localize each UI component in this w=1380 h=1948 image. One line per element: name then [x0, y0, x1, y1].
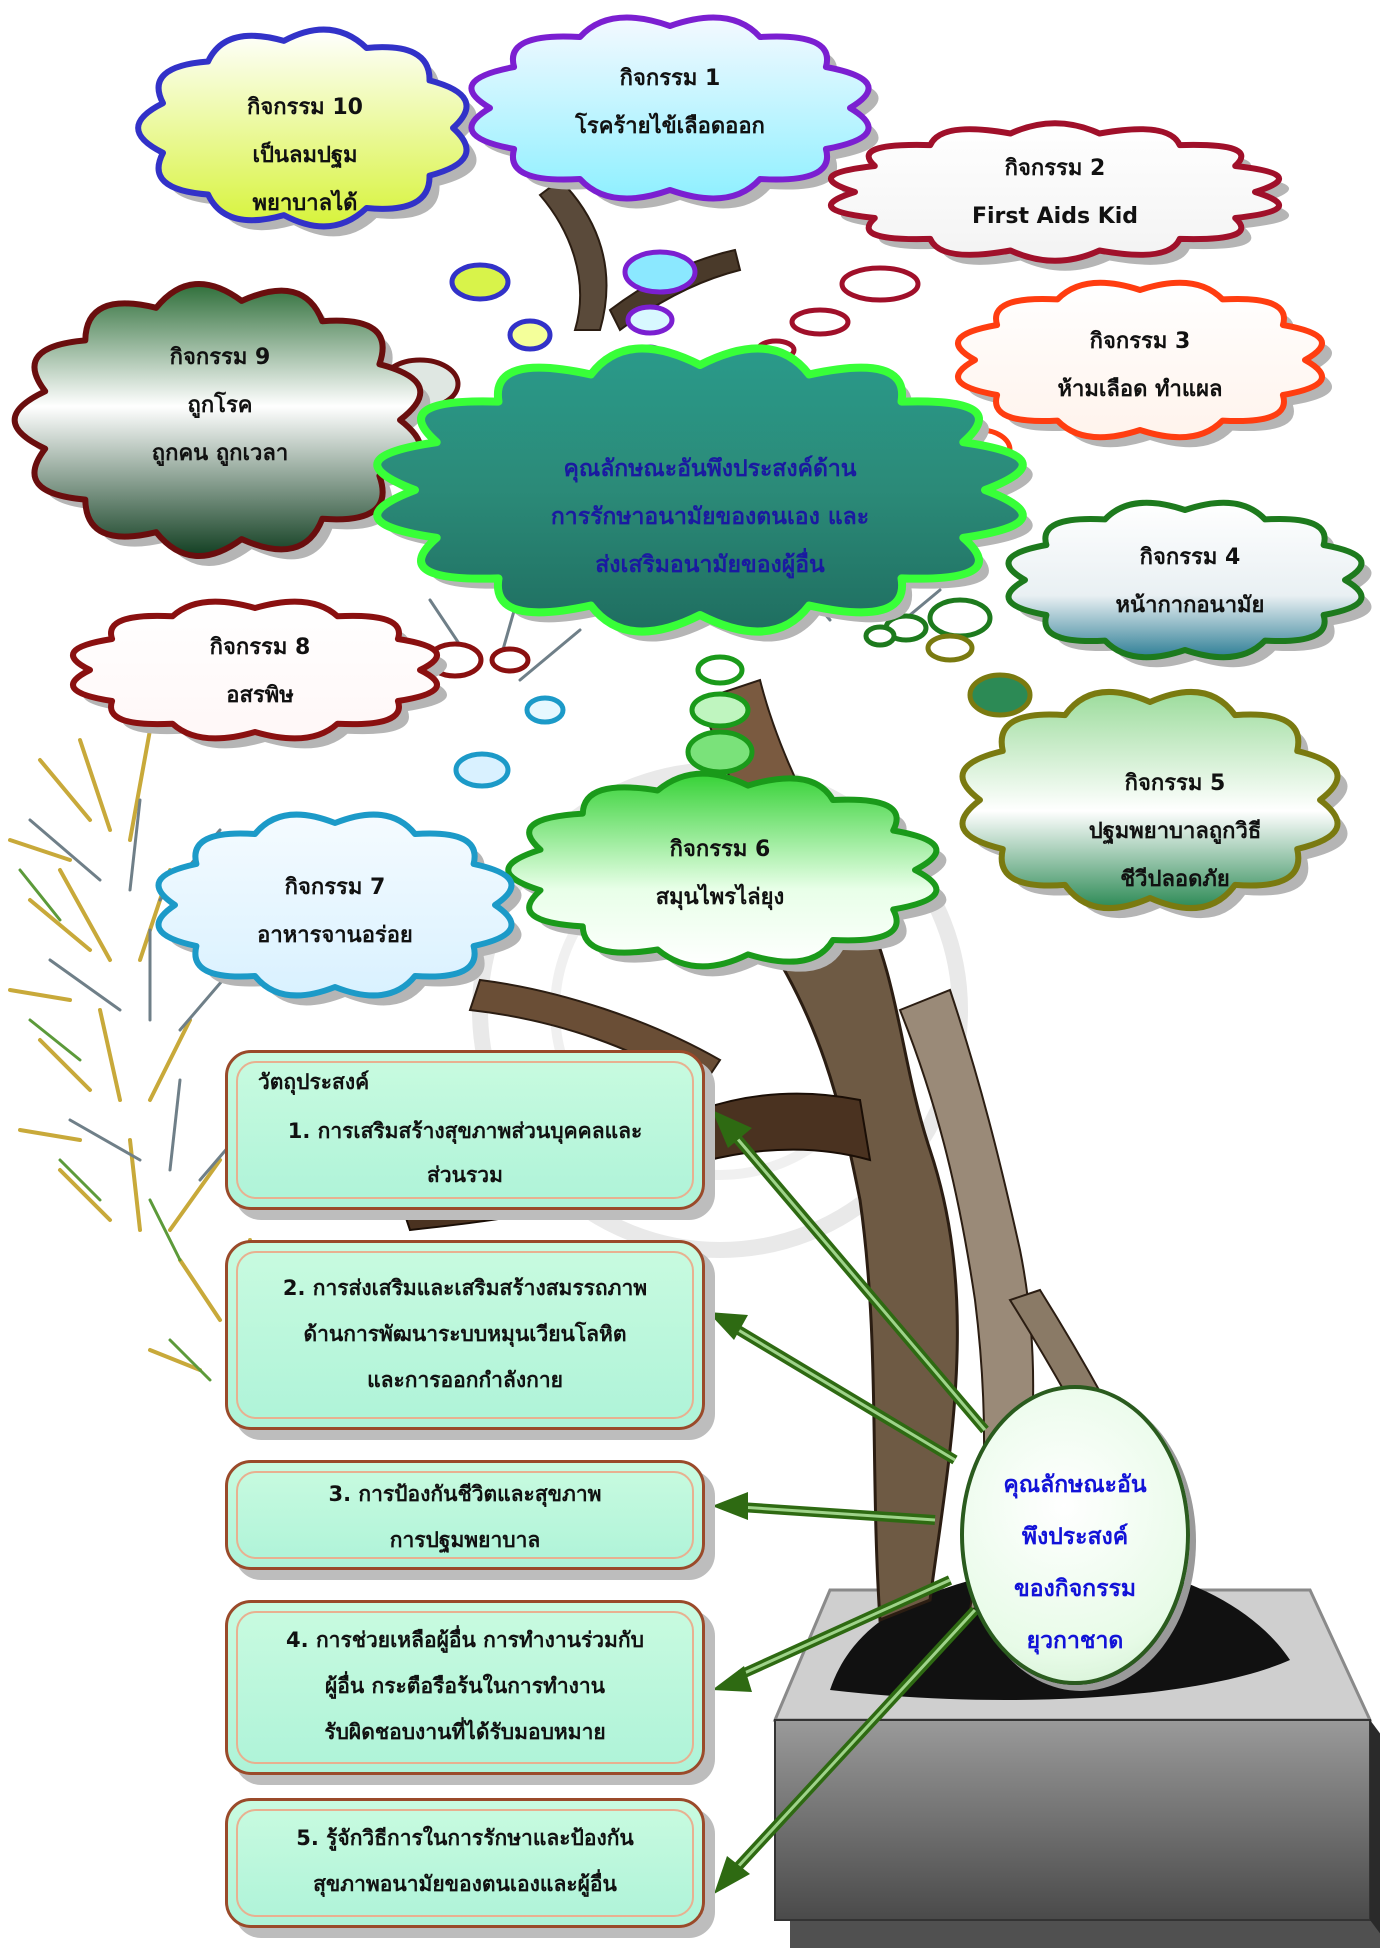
objective-box-4: 4. การช่วยเหลือผู้อื่น การทำงานร่วมกับ ผ…: [225, 1600, 705, 1775]
objective-4-line-3: รับผิดชอบงานที่ได้รับมอบหมาย: [324, 1720, 606, 1744]
objective-5-line-2: สุขภาพอนามัยของตนเองและผู้อื่น: [313, 1872, 617, 1896]
goal-line-1: คุณลักษณะอัน: [1003, 1472, 1147, 1498]
objective-5-line-1: 5. รู้จักวิธีการในการรักษาและป้องกัน: [296, 1826, 634, 1850]
cloud-activity-3: [955, 279, 1325, 441]
cloud-activity-2: [828, 120, 1282, 264]
activity-8: กิจกรรม 8 อสรพิษ: [110, 624, 410, 720]
center-line-2: การรักษาอนามัยของตนเอง และ: [550, 504, 870, 530]
activity-7: กิจกรรม 7 อาหารจานอร่อย: [185, 864, 485, 960]
cloud-activity-6: [505, 770, 940, 970]
activity-1-line: โรคร้ายไข้เลือดออก: [575, 114, 765, 139]
activity-10-line-2: พยาบาลได้: [252, 191, 358, 216]
activity-8-line: อสรพิษ: [226, 683, 294, 708]
activity-5: กิจกรรม 5 ปฐมพยาบาลถูกวิธี ชีวีปลอดภัย: [1015, 760, 1335, 904]
activity-2: กิจกรรม 2 First Aids Kid: [905, 145, 1205, 241]
goal-line-2: พึงประสงค์: [1021, 1524, 1129, 1550]
thought-bubbles: [379, 249, 1033, 789]
cloud-center: [373, 344, 1027, 636]
objective-box-1: วัตถุประสงค์ 1. การเสริมสร้างสุขภาพส่วนบ…: [225, 1050, 705, 1210]
objective-1-line-2: ส่วนรวม: [427, 1163, 503, 1187]
activity-3-title: กิจกรรม 3: [1089, 329, 1191, 354]
activity-1: กิจกรรม 1 โรคร้ายไข้เลือดออก: [520, 55, 820, 151]
objective-box-5: 5. รู้จักวิธีการในการรักษาและป้องกัน สุข…: [225, 1798, 705, 1928]
activity-10-line-1: เป็นลมปฐม: [252, 143, 358, 168]
objective-box-3: 3. การป้องกันชีวิตและสุขภาพ การปฐมพยาบาล: [225, 1460, 705, 1570]
objective-1-line-1: 1. การเสริมสร้างสุขภาพส่วนบุคคลและ: [287, 1119, 643, 1143]
center-title: คุณลักษณะอันพึงประสงค์ด้าน การรักษาอนามั…: [430, 445, 990, 589]
activity-4: กิจกรรม 4 หน้ากากอนามัย: [1040, 534, 1340, 630]
arrows: [708, 1110, 989, 1894]
goal-line-3: ของกิจกรรม: [1014, 1576, 1136, 1602]
activity-6-title: กิจกรรม 6: [669, 837, 771, 862]
cloud-activity-5: [959, 688, 1341, 912]
center-line-1: คุณลักษณะอันพึงประสงค์ด้าน: [563, 456, 857, 482]
cloud-activity-8: [70, 598, 440, 742]
activity-8-title: กิจกรรม 8: [209, 635, 311, 660]
activity-7-line: อาหารจานอร่อย: [257, 923, 413, 948]
activity-5-title: กิจกรรม 5: [1124, 771, 1226, 796]
objective-3-line-1: 3. การป้องกันชีวิตและสุขภาพ: [328, 1482, 602, 1506]
activity-10: กิจกรรม 10 เป็นลมปฐม พยาบาลได้: [155, 84, 455, 228]
cloud-activity-4: [1005, 499, 1365, 661]
activity-2-line: First Aids Kid: [971, 204, 1139, 229]
objectives-heading: วัตถุประสงค์: [258, 1070, 370, 1094]
goal-oval: คุณลักษณะอัน พึงประสงค์ ของกิจกรรม ยุวกา…: [960, 1385, 1190, 1685]
activity-9-line-2: ถูกคน ถูกเวลา: [151, 441, 289, 466]
goal-line-4: ยุวกาชาด: [1026, 1628, 1124, 1654]
cloud-activity-1: [468, 14, 872, 202]
activity-4-line: หน้ากากอนามัย: [1115, 593, 1265, 618]
objective-4-line-1: 4. การช่วยเหลือผู้อื่น การทำงานร่วมกับ: [286, 1628, 644, 1652]
cloud-activity-9: [11, 280, 424, 560]
activity-5-line-1: ปฐมพยาบาลถูกวิธี: [1088, 819, 1262, 844]
activity-10-title: กิจกรรม 10: [247, 95, 363, 120]
cloud-activity-10: [135, 26, 470, 230]
activity-1-title: กิจกรรม 1: [619, 66, 721, 91]
objective-box-2: 2. การส่งเสริมและเสริมสร้างสมรรถภาพ ด้าน…: [225, 1240, 705, 1430]
cloud-activity-7: [155, 811, 515, 999]
activity-6-line: สมุนไพรไล่ยุง: [655, 885, 785, 910]
objective-2-line-2: ด้านการพัฒนาระบบหมุนเวียนโลหิต: [303, 1322, 627, 1346]
activity-7-title: กิจกรรม 7: [284, 875, 386, 900]
objective-4-line-2: ผู้อื่น กระตือรือร้นในการทำงาน: [324, 1674, 606, 1698]
activity-9: กิจกรรม 9 ถูกโรค ถูกคน ถูกเวลา: [70, 334, 370, 478]
objective-2-line-3: และการออกกำลังกาย: [367, 1368, 563, 1392]
activity-3-line: ห้ามเลือด ทำแผล: [1057, 377, 1223, 402]
activity-9-line-1: ถูกโรค: [187, 393, 253, 418]
center-line-3: ส่งเสริมอนามัยของผู้อื่น: [595, 552, 825, 578]
activity-4-title: กิจกรรม 4: [1139, 545, 1241, 570]
activity-2-title: กิจกรรม 2: [1004, 156, 1106, 181]
activity-6: กิจกรรม 6 สมุนไพรไล่ยุง: [570, 826, 870, 922]
objective-3-line-2: การปฐมพยาบาล: [389, 1528, 541, 1552]
activity-9-title: กิจกรรม 9: [169, 345, 271, 370]
objective-2-line-1: 2. การส่งเสริมและเสริมสร้างสมรรถภาพ: [282, 1276, 648, 1300]
activity-3: กิจกรรม 3 ห้ามเลือด ทำแผล: [990, 318, 1290, 414]
activity-5-line-2: ชีวีปลอดภัย: [1120, 867, 1230, 892]
